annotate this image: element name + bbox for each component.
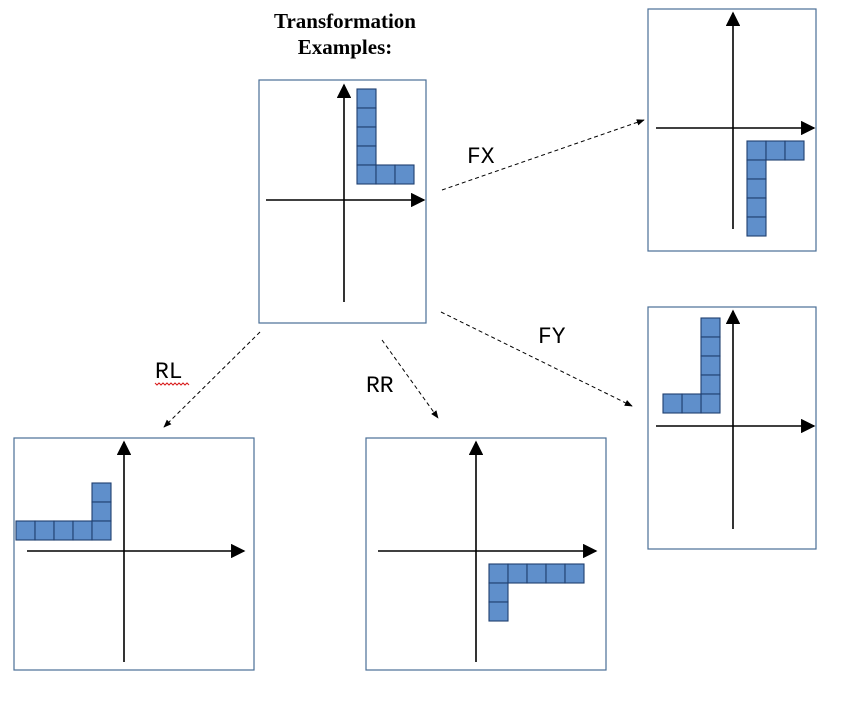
shape-cell <box>34 520 55 541</box>
shape-cell <box>784 140 805 161</box>
shape-cell <box>746 159 767 180</box>
shape-cell <box>545 563 566 584</box>
shape-cell <box>53 520 74 541</box>
shape-cell <box>356 126 377 147</box>
shape-cell <box>746 178 767 199</box>
shape-cell <box>700 393 721 414</box>
shape-cell <box>375 164 396 185</box>
arrow-to-rotate-right <box>381 339 439 419</box>
label-fx: FX <box>467 144 495 170</box>
panel-rotate-right <box>365 437 607 671</box>
shape-cell <box>700 317 721 338</box>
shape-cell <box>746 216 767 237</box>
shape-cell <box>356 164 377 185</box>
label-rl: RL <box>155 359 183 385</box>
l-shape-rotate-left <box>15 482 112 541</box>
shape-cell <box>526 563 547 584</box>
shape-cell <box>72 520 93 541</box>
shape-cell <box>662 393 683 414</box>
shape-cell <box>91 520 112 541</box>
shape-cell <box>700 355 721 376</box>
shape-cell <box>356 88 377 109</box>
panel-flip-y <box>647 306 817 550</box>
panel-flip-x <box>647 8 817 252</box>
l-shape-flip-y <box>662 317 721 414</box>
shape-cell <box>488 601 509 622</box>
panel-rotate-left <box>13 437 255 671</box>
shape-cell <box>488 582 509 603</box>
shape-cell <box>746 140 767 161</box>
title-line-2: Examples: <box>298 35 393 59</box>
shape-cell <box>700 336 721 357</box>
spellcheck-underline <box>154 382 190 386</box>
shape-cell <box>15 520 36 541</box>
l-shape-flip-x <box>746 140 805 237</box>
arrow-to-rotate-left <box>163 331 261 428</box>
shape-cell <box>700 374 721 395</box>
shape-cell <box>91 501 112 522</box>
shape-cell <box>91 482 112 503</box>
shape-cell <box>488 563 509 584</box>
shape-cell <box>356 107 377 128</box>
shape-cell <box>681 393 702 414</box>
title-line-1: Transformation <box>274 9 416 33</box>
shape-cell <box>765 140 786 161</box>
arrow-to-flip-y <box>440 311 633 407</box>
l-shape-original <box>356 88 415 185</box>
shape-cell <box>507 563 528 584</box>
shape-cell <box>356 145 377 166</box>
shape-cell <box>564 563 585 584</box>
panel-original <box>258 79 427 324</box>
arrow-to-flip-x <box>441 119 645 191</box>
label-rr: RR <box>366 373 394 399</box>
label-fy: FY <box>538 324 566 350</box>
shape-cell <box>394 164 415 185</box>
shape-cell <box>746 197 767 218</box>
l-shape-rotate-right <box>488 563 585 622</box>
